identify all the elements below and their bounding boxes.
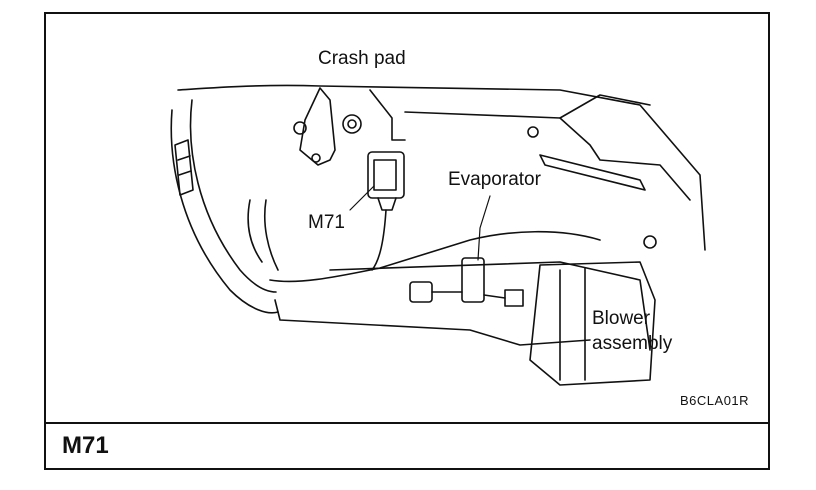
blower-housing [529, 261, 656, 386]
blower-label-line1: Blower [592, 308, 651, 329]
connector-3 [504, 289, 524, 307]
blower-label-line2: assembly [592, 333, 673, 354]
figure-divider [44, 422, 770, 424]
m71-label: M71 [308, 212, 345, 233]
m71-actuator [367, 151, 405, 199]
evaporator-label: Evaporator [448, 169, 541, 190]
figure-frame [44, 12, 770, 470]
figure-code: B6CLA01R [680, 393, 750, 408]
side-vent [174, 139, 194, 196]
m71-leader [349, 185, 375, 211]
component-id: M71 [62, 432, 109, 459]
crash-pad-panel [299, 87, 336, 166]
wire-harness [269, 230, 601, 283]
dashboard-outline [177, 84, 706, 251]
evaporator-leader [477, 195, 491, 261]
evaporator-rod [539, 154, 646, 191]
connector-1 [461, 257, 485, 303]
lower-duct [274, 299, 591, 346]
crash-pad-label: Crash pad [318, 48, 406, 69]
connector-2 [409, 281, 433, 303]
